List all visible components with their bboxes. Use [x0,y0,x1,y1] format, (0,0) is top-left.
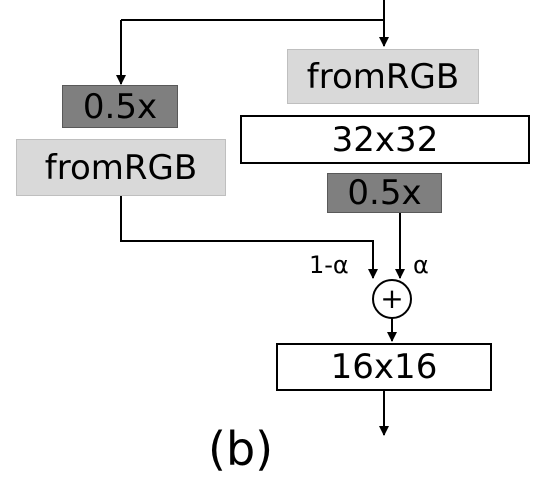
left-half-scale-block: 0.5x [62,85,178,128]
resolution-16-block: 16x16 [276,343,492,391]
right-from-rgb-block: fromRGB [287,49,479,104]
alpha-label: α [413,251,429,279]
left-from-rgb-block: fromRGB [16,139,226,196]
resolution-32-block: 32x32 [240,115,530,164]
left-to-merge-line [120,196,378,279]
plus-symbol: + [380,282,404,315]
right-half-scale-block: 0.5x [327,173,442,213]
one-minus-alpha-label: 1-α [309,251,349,279]
figure-caption: (b) [208,422,274,476]
